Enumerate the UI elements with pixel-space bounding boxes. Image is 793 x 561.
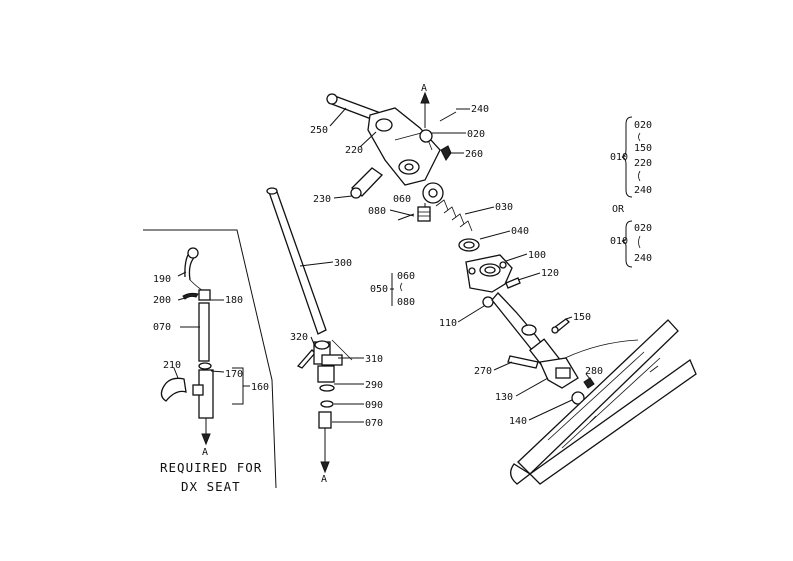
bracket-220 — [367, 107, 441, 186]
label-250: 250 — [310, 125, 328, 136]
kit1-240: 240 — [634, 185, 652, 196]
spring-030 — [422, 182, 473, 232]
label-080: 080 — [368, 206, 386, 217]
universal-joint-310 — [313, 340, 343, 383]
label-300: 300 — [334, 258, 352, 269]
label-060: 060 — [393, 194, 411, 205]
nut-140 — [571, 391, 585, 405]
label-150: 150 — [573, 312, 591, 323]
label-270: 270 — [474, 366, 492, 377]
label-040: 040 — [511, 226, 529, 237]
label-230: 230 — [313, 194, 331, 205]
label-290: 290 — [365, 380, 383, 391]
label-050: 050 — [370, 284, 388, 295]
alt-kit-050: 050 060 080 — [370, 271, 415, 308]
washer-290 — [319, 384, 335, 392]
label-030: 030 — [495, 202, 513, 213]
label-020: 020 — [467, 129, 485, 140]
rod-070 — [198, 302, 210, 362]
label-260: 260 — [465, 149, 483, 160]
label-050-080: 080 — [397, 297, 415, 308]
clip-200 — [182, 292, 199, 300]
washer-020 — [419, 129, 433, 143]
kit1-220: 220 — [634, 158, 652, 169]
kit-table: 010 020 150 220 240 OR 010 020 240 — [610, 116, 652, 268]
label-200: 200 — [153, 295, 171, 306]
bolt-150 — [551, 318, 570, 334]
arrow-A-center — [320, 461, 330, 474]
kit2-lead: 010 — [610, 236, 628, 247]
collar-180 — [198, 289, 211, 301]
pin-250 — [326, 93, 379, 121]
washer-280 — [583, 377, 595, 389]
label-160: 160 — [251, 382, 269, 393]
pin-270 — [507, 355, 539, 369]
label-280: 280 — [585, 366, 603, 377]
kit1-lead: 010 — [610, 152, 628, 163]
arrow-label-top: A — [421, 83, 427, 94]
chassis-rail — [510, 319, 697, 485]
arrow-label-left: A — [202, 447, 208, 458]
caption-line-2: DX SEAT — [181, 479, 241, 494]
label-130: 130 — [495, 392, 513, 403]
pin-320 — [296, 349, 316, 369]
arrow-A-top — [420, 91, 430, 104]
bushing-230 — [350, 167, 383, 199]
label-220: 220 — [345, 145, 363, 156]
leader-lines — [173, 107, 591, 423]
arrow-A-left — [201, 433, 211, 446]
label-070-left: 070 — [153, 322, 171, 333]
inset-border — [143, 229, 277, 489]
nut-060 — [417, 206, 431, 222]
column-rod-300 — [266, 187, 327, 335]
kit1-020: 020 — [634, 120, 652, 131]
label-190: 190 — [153, 274, 171, 285]
pin-240 — [439, 111, 457, 122]
label-170: 170 — [225, 369, 243, 380]
bolt-070 — [318, 411, 332, 429]
kit-or: OR — [612, 204, 625, 215]
label-050-060: 060 — [397, 271, 415, 282]
label-240: 240 — [471, 104, 489, 115]
bolt-120 — [505, 277, 521, 289]
label-320: 320 — [290, 332, 308, 343]
label-120: 120 — [541, 268, 559, 279]
label-180: 180 — [225, 295, 243, 306]
washer-040 — [458, 238, 480, 252]
label-310: 310 — [365, 354, 383, 365]
bushing-170 — [198, 362, 212, 370]
label-070-right: 070 — [365, 418, 383, 429]
control-lever-190 — [184, 247, 199, 281]
kit1-150: 150 — [634, 143, 652, 154]
label-090: 090 — [365, 400, 383, 411]
nut-110 — [482, 296, 494, 308]
arrow-label-center: A — [321, 474, 327, 485]
label-140: 140 — [509, 416, 527, 427]
kit2-240: 240 — [634, 253, 652, 264]
housing-100 — [465, 254, 513, 293]
kit2-020: 020 — [634, 223, 652, 234]
label-210: 210 — [163, 360, 181, 371]
washer-090 — [320, 400, 334, 408]
arm-130 — [539, 357, 579, 389]
label-110: 110 — [439, 318, 457, 329]
cushion-210 — [160, 377, 187, 402]
caption-line-1: REQUIRED FOR — [160, 460, 262, 475]
label-100: 100 — [528, 250, 546, 261]
